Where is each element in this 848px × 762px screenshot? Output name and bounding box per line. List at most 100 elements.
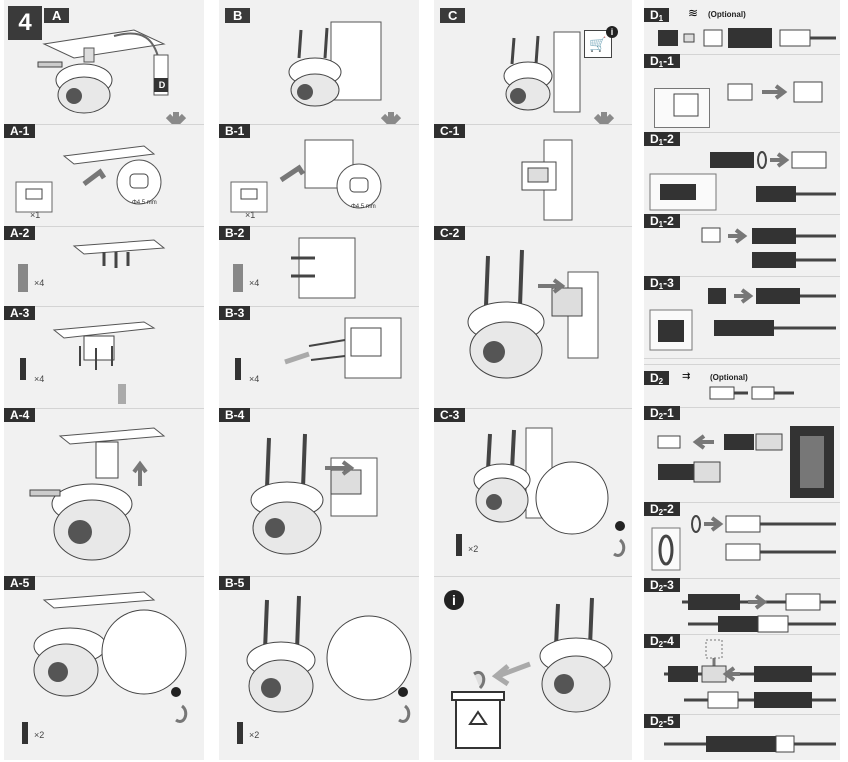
connector-label-d: D: [158, 80, 166, 90]
step-b5-label: B-5: [219, 576, 251, 590]
step-b2-label: B-2: [219, 226, 251, 240]
wall-anchors-illustration: [233, 237, 356, 299]
panel-d2-2: D2-2: [644, 502, 840, 579]
step-d2-1-label: D2-1: [644, 406, 680, 421]
section-d1-label: D1: [644, 8, 670, 23]
d1-optional-label: (Optional): [708, 10, 746, 19]
panel-d2: D2 ⇉ (Optional): [644, 364, 840, 408]
panel-c3: C-3 ×2: [434, 408, 632, 577]
wall-secure-screw-illustration: [237, 595, 412, 744]
section-c-label: C: [440, 8, 466, 23]
drill-template-illustration: [15, 145, 162, 213]
step-d1-2b-label: D1-2: [644, 214, 680, 229]
pole-bracket-illustration: [521, 139, 573, 221]
info-icon: i: [606, 26, 618, 38]
d1-1-assembly-illustration: [673, 81, 823, 117]
a3-quantity: ×4: [34, 374, 45, 384]
a1-diameter: Φ4.5 mm: [132, 200, 157, 206]
section-a-label: A: [44, 8, 70, 23]
panel-d1-2a: D1-2: [644, 132, 840, 215]
column-d: D1 ≋ (Optional) D1-1 D1-2: [644, 0, 840, 760]
step-d2-4-label: D2-4: [644, 634, 680, 649]
d2-4-join-illustration: [664, 639, 836, 709]
wall-mount-camera-illustration: [250, 433, 378, 555]
a5-quantity: ×2: [34, 730, 45, 740]
recycle-bin-icon: [451, 597, 613, 749]
b2-quantity: ×4: [249, 278, 260, 288]
step-a4-label: A-4: [4, 408, 36, 422]
step-c2-label: C-2: [434, 226, 466, 240]
panel-b3: B-3 ×4: [219, 306, 419, 409]
panel-b1: B-1 ×1 Φ4.5 mm: [219, 124, 419, 227]
bracket-screws-illustration: [20, 321, 156, 404]
step-a1-label: A-1: [4, 124, 36, 138]
d2-optional-label: (Optional): [710, 373, 748, 382]
step-d1-1-label: D1-1: [644, 54, 680, 69]
d1-2-seal-illustration: [649, 151, 836, 211]
d2-5-final-illustration: [664, 735, 836, 753]
ethernet-icon: ⇉: [682, 371, 691, 382]
b1-quantity: ×1: [245, 210, 256, 220]
step-d1-2a-label: D1-2: [644, 132, 680, 147]
panel-a: 4 A D: [4, 0, 204, 125]
panel-c2: C-2: [434, 226, 632, 409]
panel-b: B: [219, 0, 419, 125]
column-b: B B-1 ×1 Φ4.5 mm B-2 ×4: [219, 0, 419, 760]
panel-d2-1: D2-1: [644, 406, 840, 503]
pole-secure-screw-illustration: [456, 427, 626, 557]
ethernet-connector-illustration: [709, 386, 794, 400]
section-b-label: B: [225, 8, 251, 23]
panel-a2: A-2 ×4: [4, 226, 204, 307]
step-b1-label: B-1: [219, 124, 251, 138]
panel-d2-5: D2-5: [644, 714, 840, 760]
step-number: 4: [8, 6, 42, 40]
step-d1-3-label: D1-3: [644, 276, 680, 291]
panel-a5: A-5 ×2: [4, 576, 204, 760]
a1-quantity: ×1: [30, 210, 41, 220]
d2-2-seal-illustration: [651, 515, 836, 571]
d2-3-thread-illustration: [682, 593, 836, 633]
panel-d1-3: D1-3: [644, 276, 840, 359]
a2-quantity: ×4: [34, 278, 45, 288]
step-d2-2-label: D2-2: [644, 502, 680, 517]
d1-3-cap-illustration: [649, 288, 836, 351]
info-icon: i: [444, 590, 464, 610]
column-a: 4 A D A-1 ×1 Φ4.5 mm A-2: [4, 0, 204, 760]
panel-a1: A-1 ×1 Φ4.5 mm: [4, 124, 204, 227]
step-c3-label: C-3: [434, 408, 466, 422]
step-a2-label: A-2: [4, 226, 36, 240]
panel-c-disposal: i: [434, 576, 632, 760]
pole-mount-camera-illustration: [467, 249, 599, 379]
panel-b2: B-2 ×4: [219, 226, 419, 307]
wifi-icon: ≋: [688, 6, 699, 20]
b3-quantity: ×4: [249, 374, 260, 384]
panel-a4: A-4: [4, 408, 204, 577]
step-b3-label: B-3: [219, 306, 251, 320]
step-a3-label: A-3: [4, 306, 36, 320]
panel-d1-1: D1-1: [644, 54, 840, 133]
antenna-connector-parts-illustration: [658, 28, 836, 48]
step-a5-label: A-5: [4, 576, 36, 590]
down-arrow-icon: [165, 112, 187, 124]
panel-b4: B-4: [219, 408, 419, 577]
section-d2-label: D2: [644, 371, 670, 386]
d1-2-thread-illustration: [701, 227, 836, 268]
panel-d2-4: D2-4: [644, 634, 840, 715]
step-c1-label: C-1: [434, 124, 466, 138]
mount-camera-ceiling-illustration: [29, 427, 166, 561]
column-c: C 🛒 i C-1 C-2 C-3: [434, 0, 632, 760]
panel-b5: B-5 ×2: [219, 576, 419, 760]
panel-c: C 🛒 i: [434, 0, 632, 125]
b1-diameter: Φ4.5 mm: [351, 204, 376, 210]
pole-camera-illustration: [503, 31, 615, 124]
d2-1-assembly-illustration: [657, 426, 834, 498]
panel-c1: C-1: [434, 124, 632, 227]
panel-d1-2b: D1-2: [644, 214, 840, 277]
wall-camera-illustration: [288, 21, 402, 124]
step-b4-label: B-4: [219, 408, 251, 422]
anchors-illustration: [18, 239, 166, 292]
c3-quantity: ×2: [468, 544, 479, 554]
wall-drill-template-illustration: [230, 139, 382, 213]
ceiling-camera-illustration: [37, 29, 169, 114]
panel-d1: D1 ≋ (Optional): [644, 0, 840, 55]
